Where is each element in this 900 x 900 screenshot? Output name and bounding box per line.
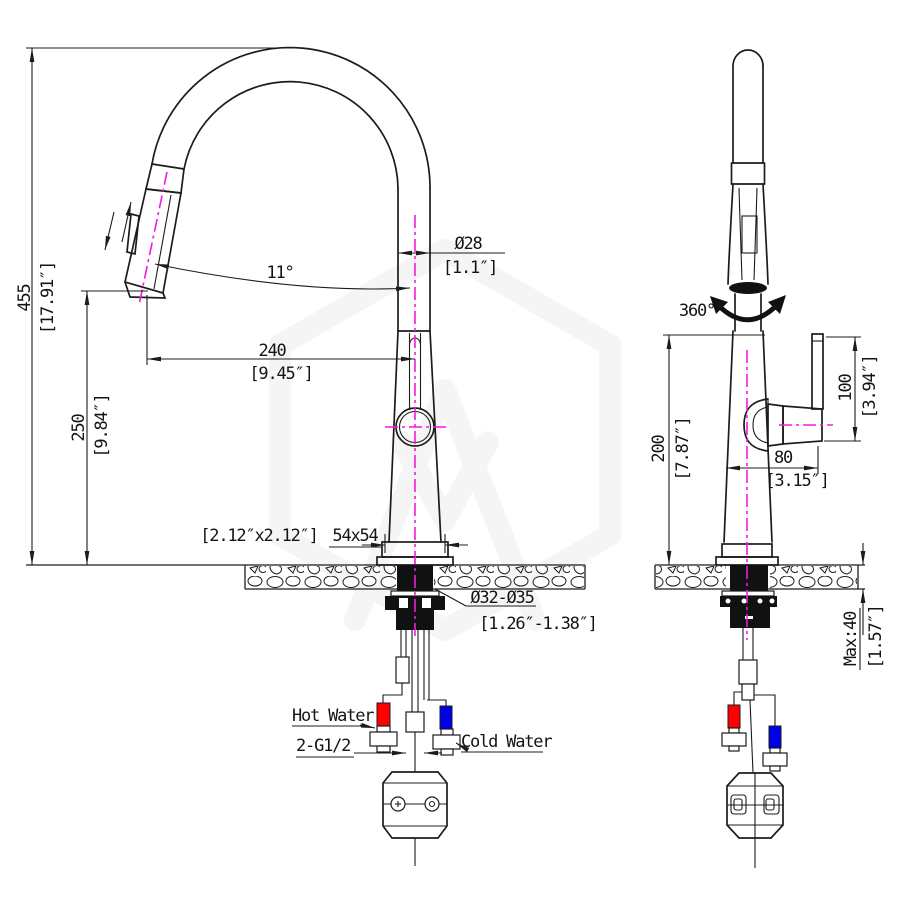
- cold-water-connector-side: [768, 725, 782, 749]
- supply-hoses-front: [369, 630, 461, 772]
- dimension-reach: 240 [9.45″]: [146, 295, 415, 384]
- reach-mm: 240: [258, 341, 286, 361]
- supply-hoses-side: [721, 628, 788, 774]
- cold-water-connector: [439, 705, 453, 730]
- hose-counterweight-front: [382, 771, 448, 866]
- swivel-arrow-icon: [717, 303, 779, 323]
- dimension-head-angle: 11°: [154, 263, 411, 292]
- max-counter-in: [1.57″]: [866, 605, 886, 668]
- mounting-hardware-side: [720, 565, 777, 628]
- inlet-thread-callout: 2-G1/2: [296, 736, 442, 758]
- total-height-mm: 455: [15, 284, 35, 311]
- dimension-spout-height: 250 [9.84″]: [69, 290, 148, 565]
- dimension-max-counter-thickness: Max:40 [1.57″]: [841, 543, 886, 670]
- centerlines-front: [138, 171, 446, 638]
- dimension-mount-hole: Ø32-Ø35 [1.26″-1.38″]: [434, 588, 598, 634]
- hose-counterweight-side: [726, 772, 784, 868]
- hot-water-connector: [376, 702, 391, 727]
- handle-height-in: [3.94″]: [860, 355, 880, 418]
- swivel-callout: 360°: [679, 295, 786, 323]
- spout-height-mm: 250: [69, 413, 89, 441]
- dimension-total-height: 455 [17.91″]: [15, 47, 293, 565]
- mount-hole-in: [1.26″-1.38″]: [479, 614, 596, 634]
- body-height-mm: 200: [649, 434, 669, 462]
- hot-water-callout: Hot Water: [292, 706, 375, 729]
- spout-diameter-mm: Ø28: [454, 234, 482, 254]
- handle-reach-in: [3.15″]: [765, 471, 828, 491]
- spout-diameter-in: [1.1″]: [443, 258, 497, 278]
- total-height-in: [17.91″]: [38, 262, 58, 334]
- handle-lever: [811, 333, 824, 410]
- spray-face: [729, 282, 767, 294]
- inlet-thread-label: 2-G1/2: [296, 736, 350, 756]
- handle-height-mm: 100: [836, 373, 856, 401]
- head-angle: 11°: [266, 263, 293, 283]
- base-size-in: [2.12″x2.12″]: [200, 526, 317, 546]
- countertop-side: [654, 564, 865, 590]
- base-size-mm: 54x54: [332, 526, 378, 546]
- max-counter-mm: Max:40: [841, 611, 861, 666]
- spout-height-in: [9.84″]: [92, 394, 112, 457]
- reach-in: [9.45″]: [249, 364, 312, 384]
- dimension-base-size: [2.12″x2.12″] 54x54: [200, 526, 468, 553]
- spout-side: [727, 49, 769, 332]
- gooseneck-spout: [151, 46, 431, 410]
- dimension-body-height: 200 [7.87″]: [649, 334, 765, 565]
- cold-water-callout: Cold Water: [455, 732, 554, 753]
- hot-water-connector-side: [727, 704, 741, 729]
- body-height-in: [7.87″]: [673, 417, 693, 480]
- pullout-direction-arrows-icon: [104, 201, 132, 251]
- mixer-handle: [743, 333, 824, 452]
- dimension-handle-reach: 80 [3.15″]: [726, 446, 830, 491]
- centerlines-side: [746, 350, 833, 640]
- dimension-spout-diameter: Ø28 [1.1″]: [398, 234, 505, 278]
- swivel-label: 360°: [679, 301, 715, 321]
- hot-water-label: Hot Water: [292, 706, 374, 726]
- mount-hole-mm: Ø32-Ø35: [470, 588, 533, 608]
- dimension-handle-height: 100 [3.94″]: [824, 336, 880, 442]
- front-view: 455 [17.91″] 250 [9.84″] 240 [9.45″] Ø28…: [15, 46, 598, 866]
- side-view: 360°: [649, 49, 886, 868]
- handle-reach-mm: 80: [774, 448, 793, 468]
- countertop-front: [26, 564, 586, 590]
- cold-water-label: Cold Water: [461, 732, 552, 752]
